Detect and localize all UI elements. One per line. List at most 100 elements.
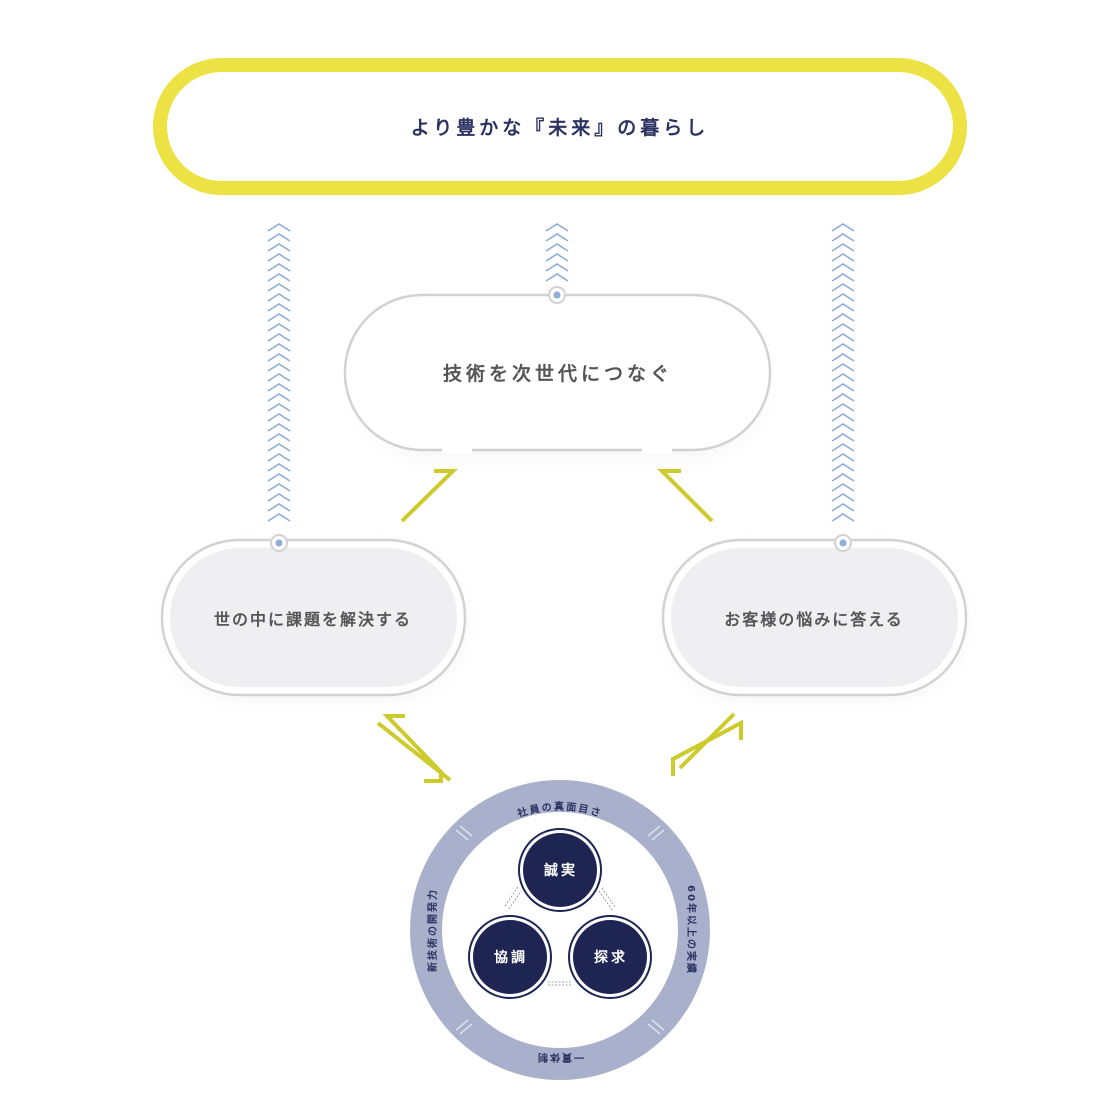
chevron-columns	[267, 223, 855, 522]
ring-label-left: 新技術の開発力	[426, 888, 439, 972]
chevron-up-icon	[267, 333, 291, 342]
chevron-up-icon	[267, 313, 291, 322]
chevron-up-icon	[831, 513, 855, 522]
outer-ring	[410, 780, 710, 1080]
chevron-up-icon	[831, 233, 855, 242]
chevron-up-icon	[267, 463, 291, 472]
cycle-arrows	[504, 886, 616, 986]
chevron-up-icon	[267, 253, 291, 262]
ring-label-right: 60年以上の実績	[685, 885, 698, 975]
chevron-up-icon	[267, 503, 291, 512]
chevron-up-icon	[267, 513, 291, 522]
chevron-up-icon	[267, 433, 291, 442]
chevron-up-icon	[267, 293, 291, 302]
chevron-up-icon	[267, 453, 291, 462]
chevron-up-icon	[831, 473, 855, 482]
chevron-up-icon	[267, 233, 291, 242]
chevron-up-icon	[831, 223, 855, 232]
chevron-up-icon	[831, 243, 855, 252]
chevron-up-icon	[831, 483, 855, 492]
left-node: 世の中に課題を解決する	[160, 534, 467, 697]
chevron-up-icon	[831, 253, 855, 262]
arrow-left-to-center	[400, 469, 458, 523]
chevron-up-icon	[267, 243, 291, 252]
chevron-up-icon	[267, 423, 291, 432]
chevron-up-icon	[267, 393, 291, 402]
chevron-up-icon	[267, 283, 291, 292]
chevron-up-icon	[831, 293, 855, 302]
value-circle-kyouchou: 協調	[468, 915, 552, 999]
chevron-up-icon	[831, 263, 855, 272]
chevron-up-icon	[545, 253, 569, 262]
chevron-up-icon	[267, 493, 291, 502]
value-circle-seijitsu: 誠実	[518, 828, 602, 912]
chevron-up-icon	[267, 413, 291, 422]
border-gap	[642, 448, 672, 454]
chevron-up-icon	[545, 233, 569, 242]
chevron-up-icon	[267, 363, 291, 372]
value-circle-tankyuu: 探求	[568, 915, 652, 999]
chevron-up-icon	[545, 243, 569, 252]
chevron-up-icon	[831, 443, 855, 452]
chevron-up-icon	[831, 423, 855, 432]
chevron-up-icon	[831, 343, 855, 352]
chevron-up-icon	[545, 263, 569, 272]
goal-pill: より豊かな『未来』の暮らし	[153, 58, 967, 195]
chevron-up-icon	[831, 273, 855, 282]
connector-dot-center	[839, 539, 847, 547]
chevron-up-icon	[831, 373, 855, 382]
center-node-inner	[360, 310, 755, 435]
chevron-up-icon	[831, 393, 855, 402]
chevron-up-icon	[267, 473, 291, 482]
chevron-up-icon	[267, 443, 291, 452]
connector-dot-center	[275, 539, 283, 547]
flow-arrows	[376, 469, 743, 783]
core-values-ring: 社員の真面目さ 60年以上の実績 一貫体制 新技術の開発力 誠実 協調 探求	[410, 780, 710, 1080]
chevron-up-icon	[267, 383, 291, 392]
chevron-up-icon	[831, 453, 855, 462]
chevron-up-icon	[267, 223, 291, 232]
chevron-up-icon	[831, 503, 855, 512]
right-node-label: お客様の悩みに答える	[724, 610, 904, 629]
goal-pill-border	[153, 58, 967, 195]
chevron-up-icon	[267, 303, 291, 312]
chevron-up-icon	[545, 223, 569, 232]
chevron-up-icon	[831, 463, 855, 472]
value-label: 探求	[594, 949, 628, 966]
border-gap	[442, 448, 472, 454]
chevron-up-icon	[267, 483, 291, 492]
chevron-up-icon	[831, 433, 855, 442]
chevron-up-icon	[831, 283, 855, 292]
chevron-up-icon	[267, 353, 291, 362]
chevron-up-icon	[831, 323, 855, 332]
center-node: 技術を次世代につなぐ	[343, 286, 772, 455]
chevron-up-icon	[267, 323, 291, 332]
chevron-up-icon	[267, 373, 291, 382]
center-node-label: 技術を次世代につなぐ	[443, 362, 673, 385]
chevron-up-icon	[831, 333, 855, 342]
value-label: 誠実	[544, 862, 578, 879]
arrow-left-down-head	[382, 714, 443, 783]
chevron-up-icon	[545, 273, 569, 282]
ring-label-bottom: 一貫体制	[536, 1051, 584, 1064]
value-label: 協調	[494, 949, 528, 966]
chevron-up-icon	[831, 313, 855, 322]
chevron-up-icon	[831, 353, 855, 362]
chevron-up-icon	[831, 403, 855, 412]
chevron-up-icon	[831, 383, 855, 392]
chevron-up-icon	[831, 363, 855, 372]
ring-dividers	[455, 825, 665, 1035]
chevron-up-icon	[267, 273, 291, 282]
arrow-right-to-center	[657, 469, 714, 523]
right-node-fill	[671, 548, 958, 687]
chevron-up-icon	[267, 403, 291, 412]
chevron-up-icon	[267, 263, 291, 272]
right-node: お客様の悩みに答える	[661, 534, 968, 697]
chevron-up-icon	[831, 413, 855, 422]
goal-label: より豊かな『未来』の暮らし	[411, 116, 710, 139]
chevron-up-icon	[831, 493, 855, 502]
chevron-up-icon	[831, 303, 855, 312]
left-node-label: 世の中に課題を解決する	[214, 610, 412, 629]
arrow-right-head	[671, 719, 743, 776]
